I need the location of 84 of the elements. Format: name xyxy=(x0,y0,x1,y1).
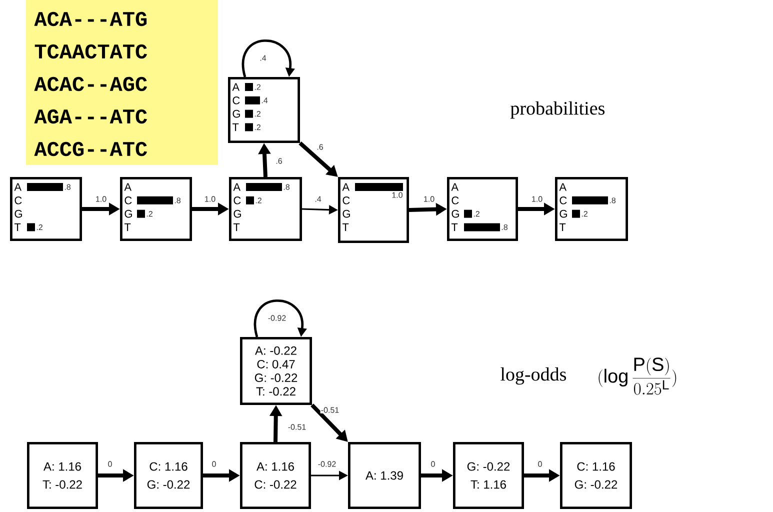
sequence: ACAC--AGC xyxy=(34,76,148,92)
formula: $(\mathrm{log}\,\frac{\mathrm{P(S)}}{0.25^{\mathrm{L}}})$ xyxy=(598,358,676,395)
panel-label: log-odds xyxy=(500,367,566,385)
log-odds-score: G: -0.22 xyxy=(574,480,618,489)
probability-value: .2 xyxy=(474,211,480,217)
sequence: ACCG--ATC xyxy=(34,142,148,156)
log-odds-score: G: -0.22 xyxy=(467,462,510,471)
nucleotide-label: A xyxy=(559,183,567,191)
sequence: ACA---ATG xyxy=(34,12,147,26)
log-odds-score: T: -0.22 xyxy=(42,480,82,489)
probability-value: .8 xyxy=(610,198,616,204)
nucleotide-label: C xyxy=(234,196,241,204)
log-odds-score: A: 1.39 xyxy=(366,471,403,480)
probability-value: 1.0 xyxy=(392,192,402,198)
probability-value: .2 xyxy=(582,211,588,217)
sequence: AGA---ATC xyxy=(34,109,148,124)
edge-label: 1.0 xyxy=(422,196,436,202)
nucleotide-label: C xyxy=(124,196,132,204)
probability-value: .8 xyxy=(64,184,71,190)
edge-label: 1.0 xyxy=(94,196,108,202)
edge-label: 0 xyxy=(537,460,543,468)
nucleotide-label: G xyxy=(452,210,459,218)
probability-value: .4 xyxy=(262,98,268,104)
edge-label: -0.92 xyxy=(317,460,337,468)
nucleotide-label: T xyxy=(124,223,131,231)
nucleotide-label: T xyxy=(233,223,240,231)
nucleotide-label: G xyxy=(560,210,567,218)
edge-label: .6 xyxy=(275,158,283,164)
log-odds-score: C: 1.16 xyxy=(577,462,615,471)
edge-label: .6 xyxy=(316,144,324,150)
edge-label: 1.0 xyxy=(530,196,544,202)
edge-label: .4 xyxy=(259,54,267,62)
nucleotide-label: T xyxy=(14,223,21,231)
loop-arrow xyxy=(254,300,307,338)
probability-value: .8 xyxy=(174,198,181,204)
edge-label: 0 xyxy=(107,460,113,468)
nucleotide-label: G xyxy=(234,210,241,218)
nucleotide-label: C xyxy=(452,196,459,204)
probability-value: .8 xyxy=(284,184,290,190)
edge-label: 0 xyxy=(430,460,436,468)
edge-label: -0.51 xyxy=(287,424,307,430)
log-odds-score: A: 1.16 xyxy=(256,462,294,471)
edge-label: -0.92 xyxy=(267,314,287,322)
nucleotide-label: G xyxy=(14,210,22,218)
probability-value: .2 xyxy=(254,124,260,130)
log-odds-score: G: -0.22 xyxy=(254,374,298,382)
log-odds-score: C: 0.47 xyxy=(257,360,295,368)
edge-label: 1.0 xyxy=(204,196,216,202)
nucleotide-label: A xyxy=(14,183,22,191)
log-odds-score: A: -0.22 xyxy=(255,346,296,355)
nucleotide-label: C xyxy=(232,96,240,104)
nucleotide-label: C xyxy=(14,196,22,204)
edge-label: 0 xyxy=(211,460,217,468)
nucleotide-label: A xyxy=(232,83,240,91)
sequence: TCAACTATC xyxy=(34,44,148,59)
nucleotide-label: G xyxy=(342,210,350,218)
nucleotide-label: G xyxy=(124,210,132,218)
probability-value: .2 xyxy=(254,111,260,117)
nucleotide-label: A xyxy=(233,183,241,191)
log-odds-score: C: 1.16 xyxy=(150,462,188,471)
nucleotide-label: A xyxy=(342,183,350,191)
probability-value: .2 xyxy=(36,224,42,230)
nucleotide-label: C xyxy=(342,196,350,204)
loop-arrow xyxy=(242,40,295,78)
nucleotide-label: A xyxy=(124,183,132,191)
nucleotide-label: G xyxy=(232,110,240,118)
nucleotide-label: A xyxy=(451,183,459,191)
probability-value: .8 xyxy=(502,224,508,230)
probability-value: .2 xyxy=(254,84,260,90)
log-odds-score: T: 1.16 xyxy=(470,480,506,489)
probability-value: .2 xyxy=(146,211,152,217)
probability-value: .2 xyxy=(256,198,262,204)
nucleotide-label: T xyxy=(342,223,349,231)
nucleotide-label: T xyxy=(559,223,566,231)
log-odds-score: T: -0.22 xyxy=(256,387,296,396)
edge-label: -0.51 xyxy=(320,406,340,414)
log-odds-score: A: 1.16 xyxy=(44,462,81,471)
log-odds-score: C: -0.22 xyxy=(254,480,296,489)
nucleotide-label: C xyxy=(560,196,567,204)
nucleotide-label: T xyxy=(451,223,458,231)
panel-label: probabilities xyxy=(510,101,605,119)
log-odds-score: G: -0.22 xyxy=(147,480,190,489)
nucleotide-label: T xyxy=(232,123,239,131)
edge-label: .4 xyxy=(314,196,322,202)
